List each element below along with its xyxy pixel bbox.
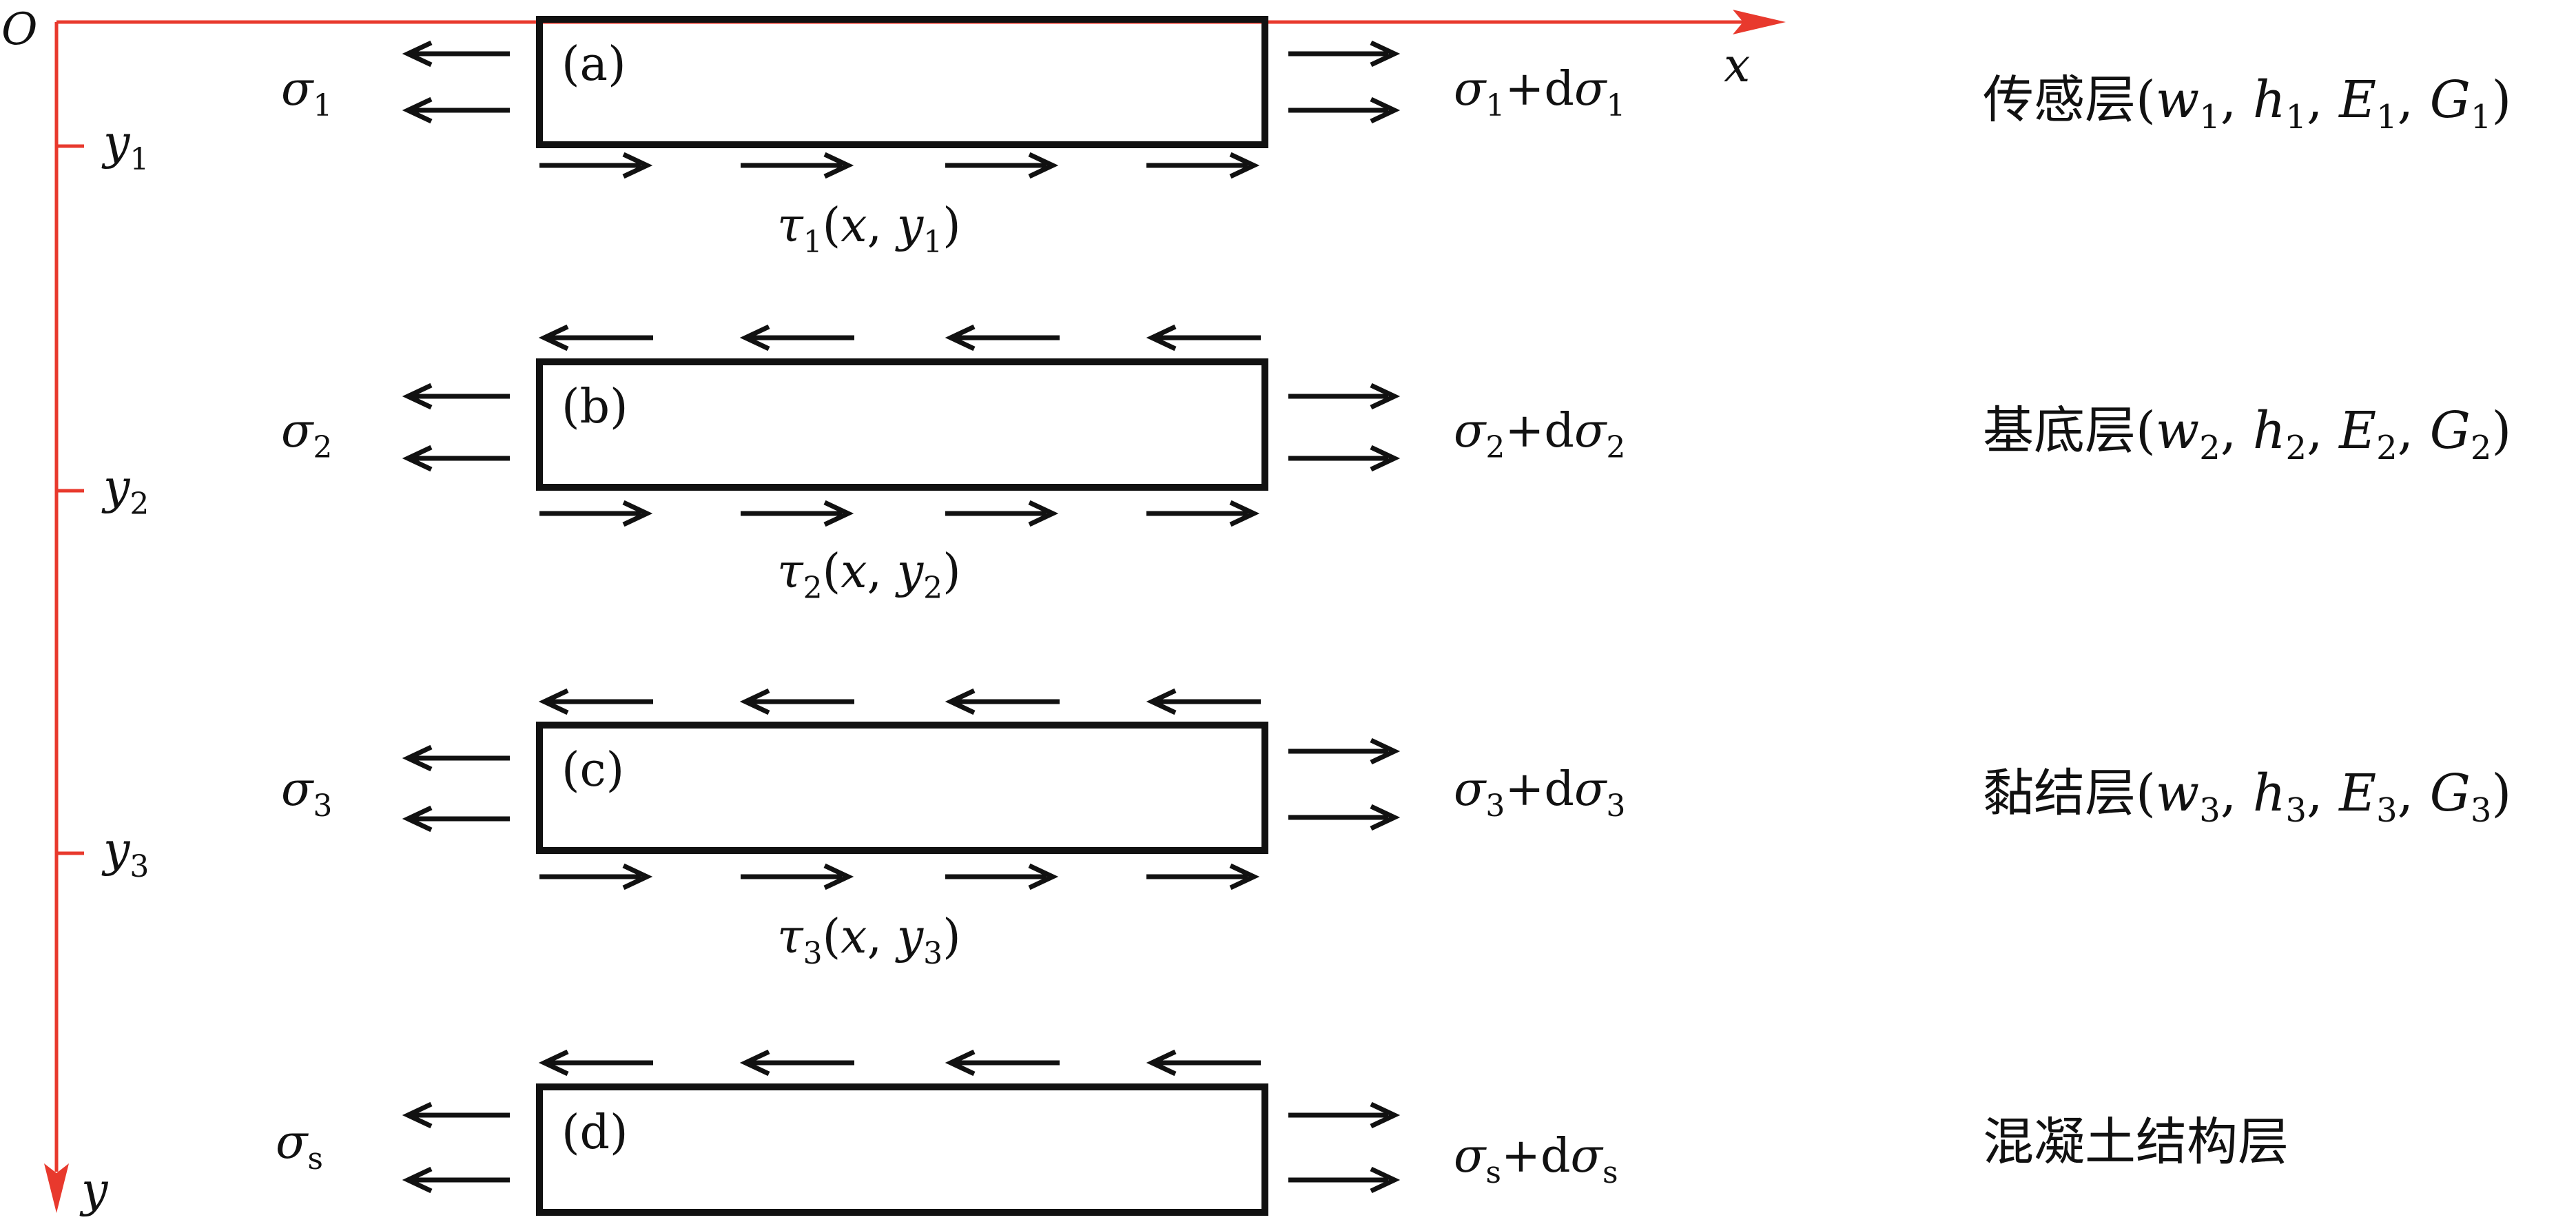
layer-b-bottom-shear-arrows	[539, 500, 1260, 527]
arrow-right	[945, 863, 1059, 890]
layer-a-right-normal-arrows	[1288, 40, 1401, 124]
layer-b-shear-label: τ2(x, y2)	[777, 544, 961, 606]
layer-b-right-stress: σ2+dσ2	[1454, 404, 1625, 465]
layer-c-tag: (c)	[561, 743, 624, 797]
arrow-right	[741, 863, 854, 890]
arrow-right	[539, 863, 653, 890]
layer-c-right-stress: σ3+dσ3	[1454, 762, 1625, 824]
arrow-left	[402, 1101, 510, 1129]
layer-a-left-stress: σ1	[281, 62, 332, 123]
arrow-left	[1146, 1049, 1261, 1077]
y-tick-label-1: y1	[101, 116, 149, 177]
layer-b-left-normal-arrows	[402, 383, 510, 472]
arrow-right	[945, 152, 1059, 179]
arrow-left	[402, 1166, 510, 1194]
layer-b-name: 基底层(w2, h2, E2, G2)	[1983, 401, 2511, 467]
arrow-left	[945, 324, 1060, 352]
arrow-left	[402, 383, 510, 410]
arrow-left	[402, 805, 510, 833]
arrow-right	[741, 500, 854, 527]
layer-b-right-normal-arrows	[1288, 383, 1401, 472]
arrow-right	[1288, 1101, 1401, 1129]
arrow-left	[1146, 324, 1261, 352]
layer-c-right-normal-arrows	[1288, 737, 1401, 831]
arrow-right	[539, 152, 653, 179]
layer-d-top-shear-arrows	[538, 1049, 1261, 1077]
layer-c-name: 黏结层(w3, h3, E3, G3)	[1983, 764, 2511, 830]
arrow-left	[945, 688, 1060, 715]
layer-a-element	[536, 16, 1268, 148]
layer-d-left-stress: σs	[276, 1115, 323, 1177]
arrow-right	[1288, 96, 1401, 124]
arrow-right	[1146, 152, 1260, 179]
origin-label: O	[1, 4, 37, 55]
layer-c: (c) σ3 σ3+dσ3 τ3(x, y3)	[281, 688, 2511, 971]
arrow-right	[539, 500, 653, 527]
y-tick-label-2: y2	[101, 460, 149, 522]
layer-d-right-stress: σs+dσs	[1454, 1129, 1618, 1190]
arrow-left	[538, 324, 653, 352]
y-axis-label: y	[79, 1163, 109, 1218]
layer-a-bottom-shear-arrows	[539, 152, 1260, 179]
arrow-left	[402, 40, 510, 68]
layer-a: (a) σ1 σ1+dσ1 τ1(x, y1) 传感层(w1, h1, E1, …	[281, 16, 2511, 260]
layer-a-name: 传感层(w1, h1, E1, G1)	[1983, 70, 2511, 136]
arrow-right	[1288, 1166, 1401, 1194]
layer-d-tag: (d)	[561, 1106, 628, 1160]
arrow-left	[402, 744, 510, 772]
layer-b-element	[536, 358, 1268, 491]
arrow-left	[1146, 688, 1261, 715]
arrow-right	[741, 152, 854, 179]
arrow-right	[1288, 445, 1401, 472]
coordinate-axes: O x y y1 y2 y3	[1, 4, 1786, 1218]
x-axis-label: x	[1724, 39, 1750, 93]
layer-d: (d) σs σs+dσs 混凝土结构层	[276, 1049, 2289, 1216]
layer-b: (b) σ2 σ2+dσ2 τ2(x, y2)	[281, 324, 2511, 606]
arrow-left	[739, 688, 854, 715]
x-axis-arrowhead	[1733, 10, 1786, 34]
arrow-left	[945, 1049, 1060, 1077]
layer-c-element	[536, 722, 1268, 854]
layer-b-top-shear-arrows	[538, 324, 1261, 352]
arrow-left	[739, 1049, 854, 1077]
layer-d-name: 混凝土结构层	[1983, 1112, 2289, 1172]
layer-c-bottom-shear-arrows	[539, 863, 1260, 890]
layer-c-top-shear-arrows	[538, 688, 1261, 715]
layer-c-shear-label: τ3(x, y3)	[777, 910, 961, 971]
arrow-right	[1288, 40, 1401, 68]
layer-d-element	[536, 1083, 1268, 1216]
arrow-left	[402, 445, 510, 472]
layer-a-shear-label: τ1(x, y1)	[777, 198, 961, 260]
layer-a-left-normal-arrows	[402, 40, 510, 124]
y-tick-label-3: y3	[101, 823, 149, 884]
arrow-left	[402, 96, 510, 124]
layer-b-left-stress: σ2	[281, 404, 332, 465]
layer-c-left-normal-arrows	[402, 744, 510, 833]
arrow-left	[739, 324, 854, 352]
arrow-left	[538, 1049, 653, 1077]
arrow-left	[538, 688, 653, 715]
layer-a-tag: (a)	[561, 37, 626, 92]
arrow-right	[1288, 737, 1401, 765]
layer-b-tag: (b)	[561, 380, 628, 434]
arrow-right	[1288, 804, 1401, 831]
layer-d-right-normal-arrows	[1288, 1101, 1401, 1194]
arrow-right	[1146, 863, 1260, 890]
layer-a-right-stress: σ1+dσ1	[1454, 62, 1625, 123]
arrow-right	[1288, 383, 1401, 410]
arrow-right	[945, 500, 1059, 527]
layer-d-left-normal-arrows	[402, 1101, 510, 1194]
layer-c-left-stress: σ3	[281, 762, 332, 824]
arrow-right	[1146, 500, 1260, 527]
y-axis-arrowhead	[44, 1163, 69, 1213]
